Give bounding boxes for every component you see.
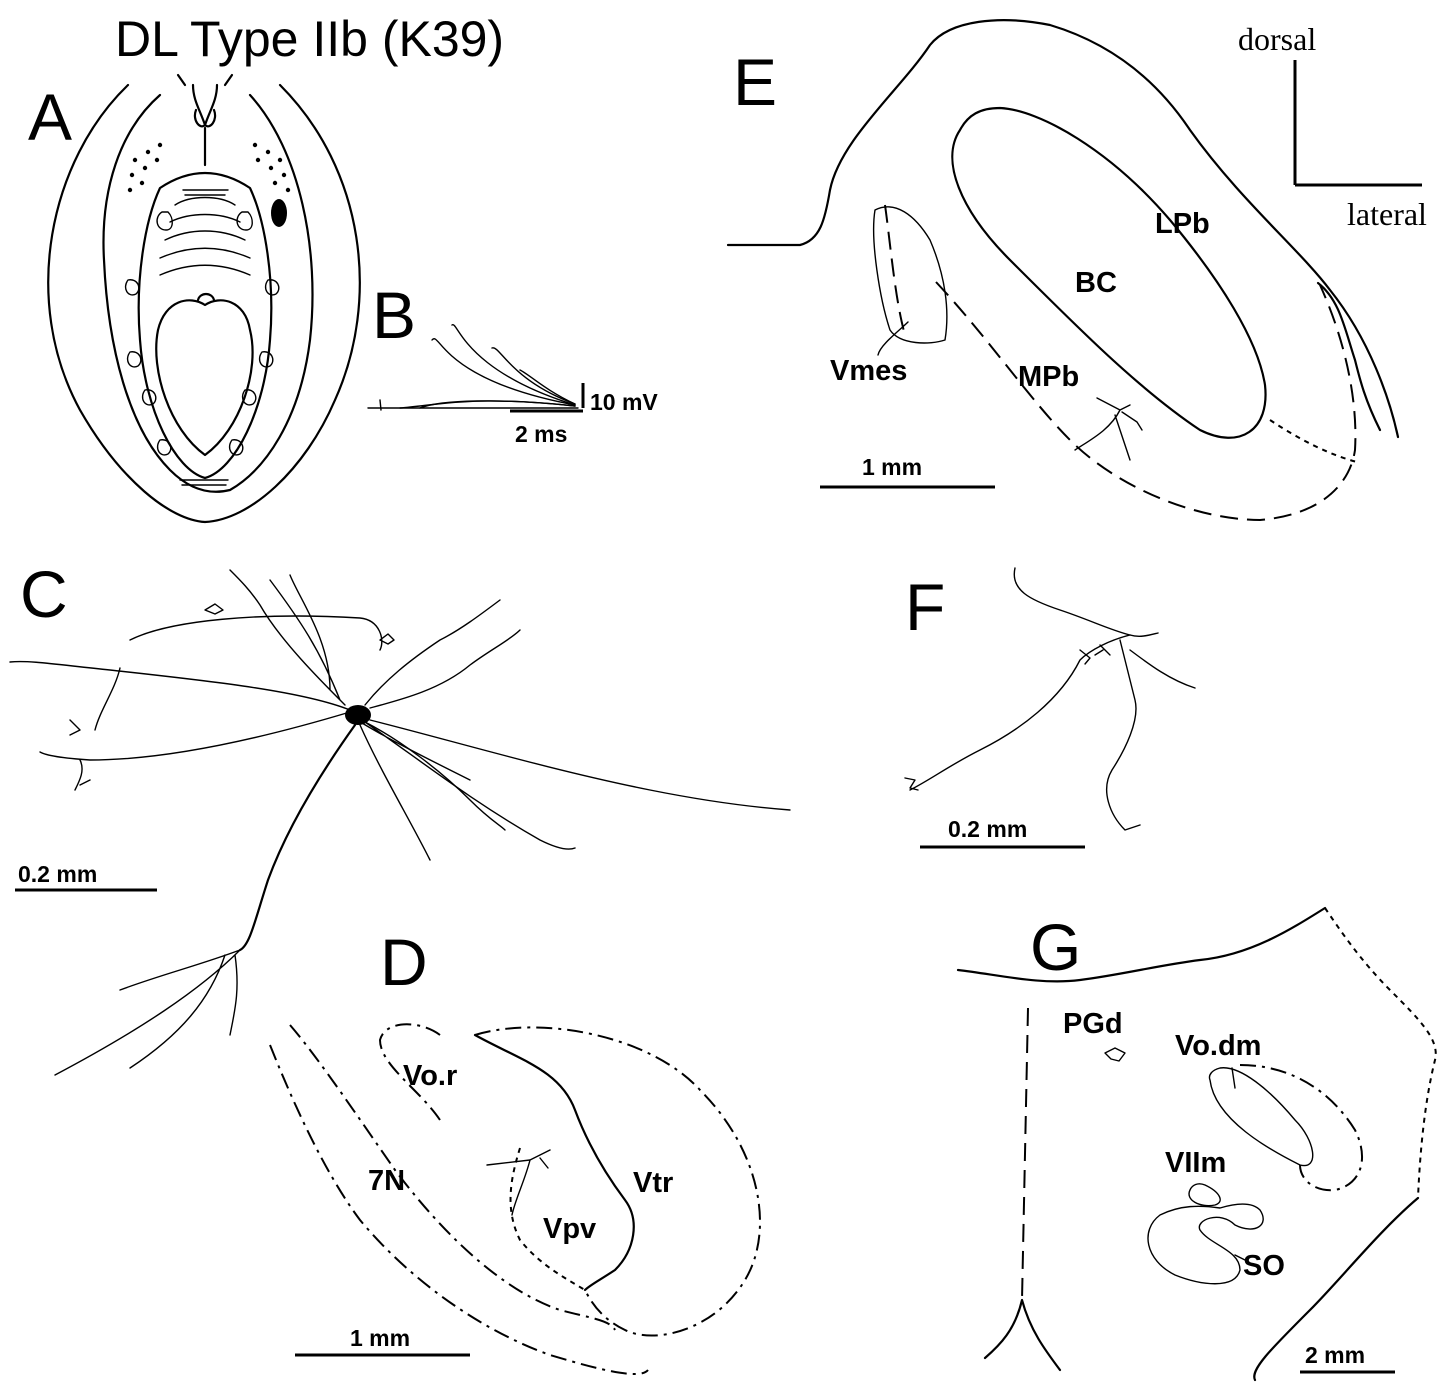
panel-f: F 0.2 mm — [905, 568, 1195, 847]
region-pgd-label: PGd — [1063, 1008, 1123, 1040]
dorsal-label: dorsal — [1238, 21, 1316, 57]
panel-c-label: C — [20, 557, 68, 631]
panel-d-label: D — [380, 925, 428, 999]
section-outlines — [958, 908, 1436, 1380]
region-vo-r-label: Vo.r — [403, 1060, 457, 1092]
lateral-label: lateral — [1347, 196, 1427, 232]
panel-a-label: A — [28, 80, 72, 154]
panel-g-scale-label: 2 mm — [1305, 1342, 1365, 1368]
panel-g-label: G — [1030, 910, 1081, 984]
panel-e-label: E — [733, 45, 777, 119]
region-7n-label: 7N — [368, 1165, 405, 1197]
panel-f-label: F — [905, 570, 945, 644]
neuron-soma — [345, 705, 371, 725]
region-so-label: SO — [1243, 1250, 1285, 1282]
panel-g: G PGd Vo.dm VIIm SO 2 mm — [958, 908, 1436, 1380]
recording-site-marker — [271, 199, 287, 227]
time-scale-label: 2 ms — [515, 421, 567, 447]
section-outlines — [270, 1024, 760, 1374]
region-viim-label: VIIm — [1165, 1147, 1226, 1179]
panel-d: D Vo.r 7N Vpv Vtr 1 mm — [270, 925, 760, 1374]
panel-c-scale-label: 0.2 mm — [18, 861, 97, 887]
head-drawing — [48, 75, 360, 522]
panel-b-label: B — [372, 278, 416, 352]
region-vtr-label: Vtr — [633, 1167, 673, 1199]
region-bc-label: BC — [1075, 267, 1117, 299]
region-mpb-label: MPb — [1018, 361, 1079, 393]
neuron-tracing — [10, 570, 790, 1075]
section-outlines — [728, 20, 1398, 520]
panel-e-scale-label: 1 mm — [862, 454, 922, 480]
panel-e: E LPb BC Vmes MPb 1 mm — [728, 20, 1398, 520]
region-lpb-label: LPb — [1155, 208, 1210, 240]
region-vmes-label: Vmes — [830, 355, 907, 387]
voltage-scale-label: 10 mV — [590, 389, 658, 415]
orientation-axes: dorsal lateral — [1238, 21, 1427, 232]
figure-title: DL Type IIb (K39) — [115, 11, 504, 67]
panel-b: B 10 mV 2 ms — [368, 278, 658, 447]
axon-tracing — [905, 568, 1195, 830]
panel-d-scale-label: 1 mm — [350, 1325, 410, 1351]
region-vo-dm-label: Vo.dm — [1175, 1030, 1261, 1062]
panel-f-scale-label: 0.2 mm — [948, 816, 1027, 842]
panel-a: A — [28, 75, 360, 522]
region-vpv-label: Vpv — [543, 1213, 596, 1245]
